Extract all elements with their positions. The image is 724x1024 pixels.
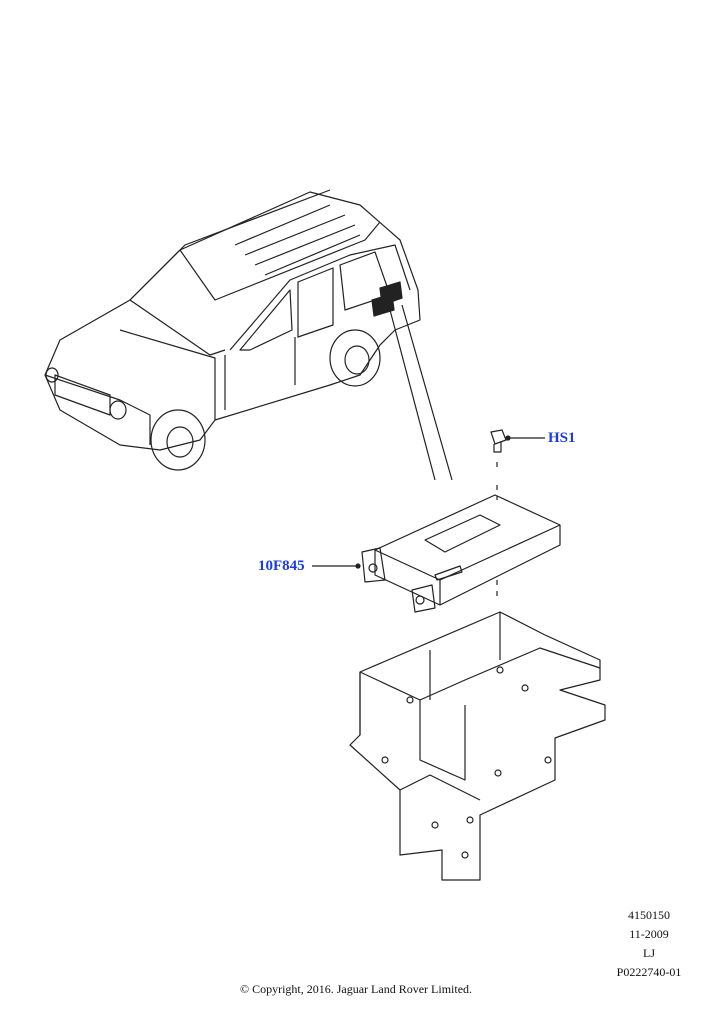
illustration-number: P0222740-01 [616,965,682,979]
bolt-hs1-illustration [490,429,545,500]
module-10f845-illustration [312,494,561,613]
reference-number: 4150150 [628,908,670,922]
mounting-bracket-illustration [349,611,606,881]
illustration-date: 11-2009 [629,927,669,941]
vehicle-illustration [44,189,453,481]
copyright-notice: © Copyright, 2016. Jaguar Land Rover Lim… [239,982,473,996]
callout-hs1[interactable]: HS1 [548,430,576,446]
callout-10f845[interactable]: 10F845 [258,558,305,574]
model-code: LJ [643,946,655,960]
